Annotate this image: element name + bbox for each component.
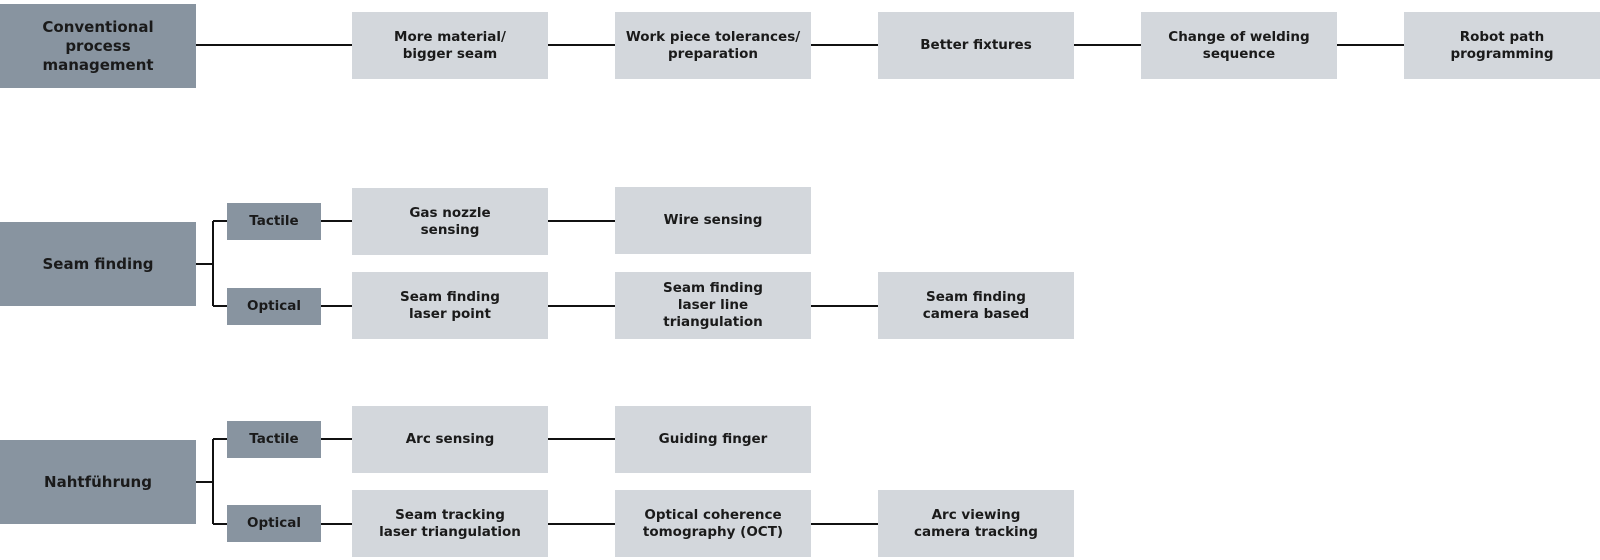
node-guiding-finger: Guiding finger — [615, 406, 811, 473]
subcategory-nahtfuehrung-optical: Optical — [227, 505, 321, 542]
category-seam-finding: Seam finding — [0, 222, 196, 306]
node-seam-tracking-laser-triangulation: Seam tracking laser triangulation — [352, 490, 548, 557]
node-seam-finding-laser-line-triangulation: Seam finding laser line triangulation — [615, 272, 811, 339]
subcategory-seam-finding-tactile: Tactile — [227, 203, 321, 240]
node-seam-finding-laser-point: Seam finding laser point — [352, 272, 548, 339]
subcategory-nahtfuehrung-tactile: Tactile — [227, 421, 321, 458]
node-arc-sensing: Arc sensing — [352, 406, 548, 473]
node-wire-sensing: Wire sensing — [615, 187, 811, 254]
category-nahtfuehrung: Nahtführung — [0, 440, 196, 524]
node-robot-path-programming: Robot path programming — [1404, 12, 1600, 79]
node-arc-viewing-camera-tracking: Arc viewing camera tracking — [878, 490, 1074, 557]
category-conventional-process-management: Conventional process management — [0, 4, 196, 88]
subcategory-seam-finding-optical: Optical — [227, 288, 321, 325]
node-change-welding-sequence: Change of welding sequence — [1141, 12, 1337, 79]
node-optical-coherence-tomography: Optical coherence tomography (OCT) — [615, 490, 811, 557]
node-work-piece-tolerances: Work piece tolerances/ preparation — [615, 12, 811, 79]
node-more-material: More material/ bigger seam — [352, 12, 548, 79]
node-better-fixtures: Better fixtures — [878, 12, 1074, 79]
node-gas-nozzle-sensing: Gas nozzle sensing — [352, 188, 548, 255]
node-seam-finding-camera-based: Seam finding camera based — [878, 272, 1074, 339]
